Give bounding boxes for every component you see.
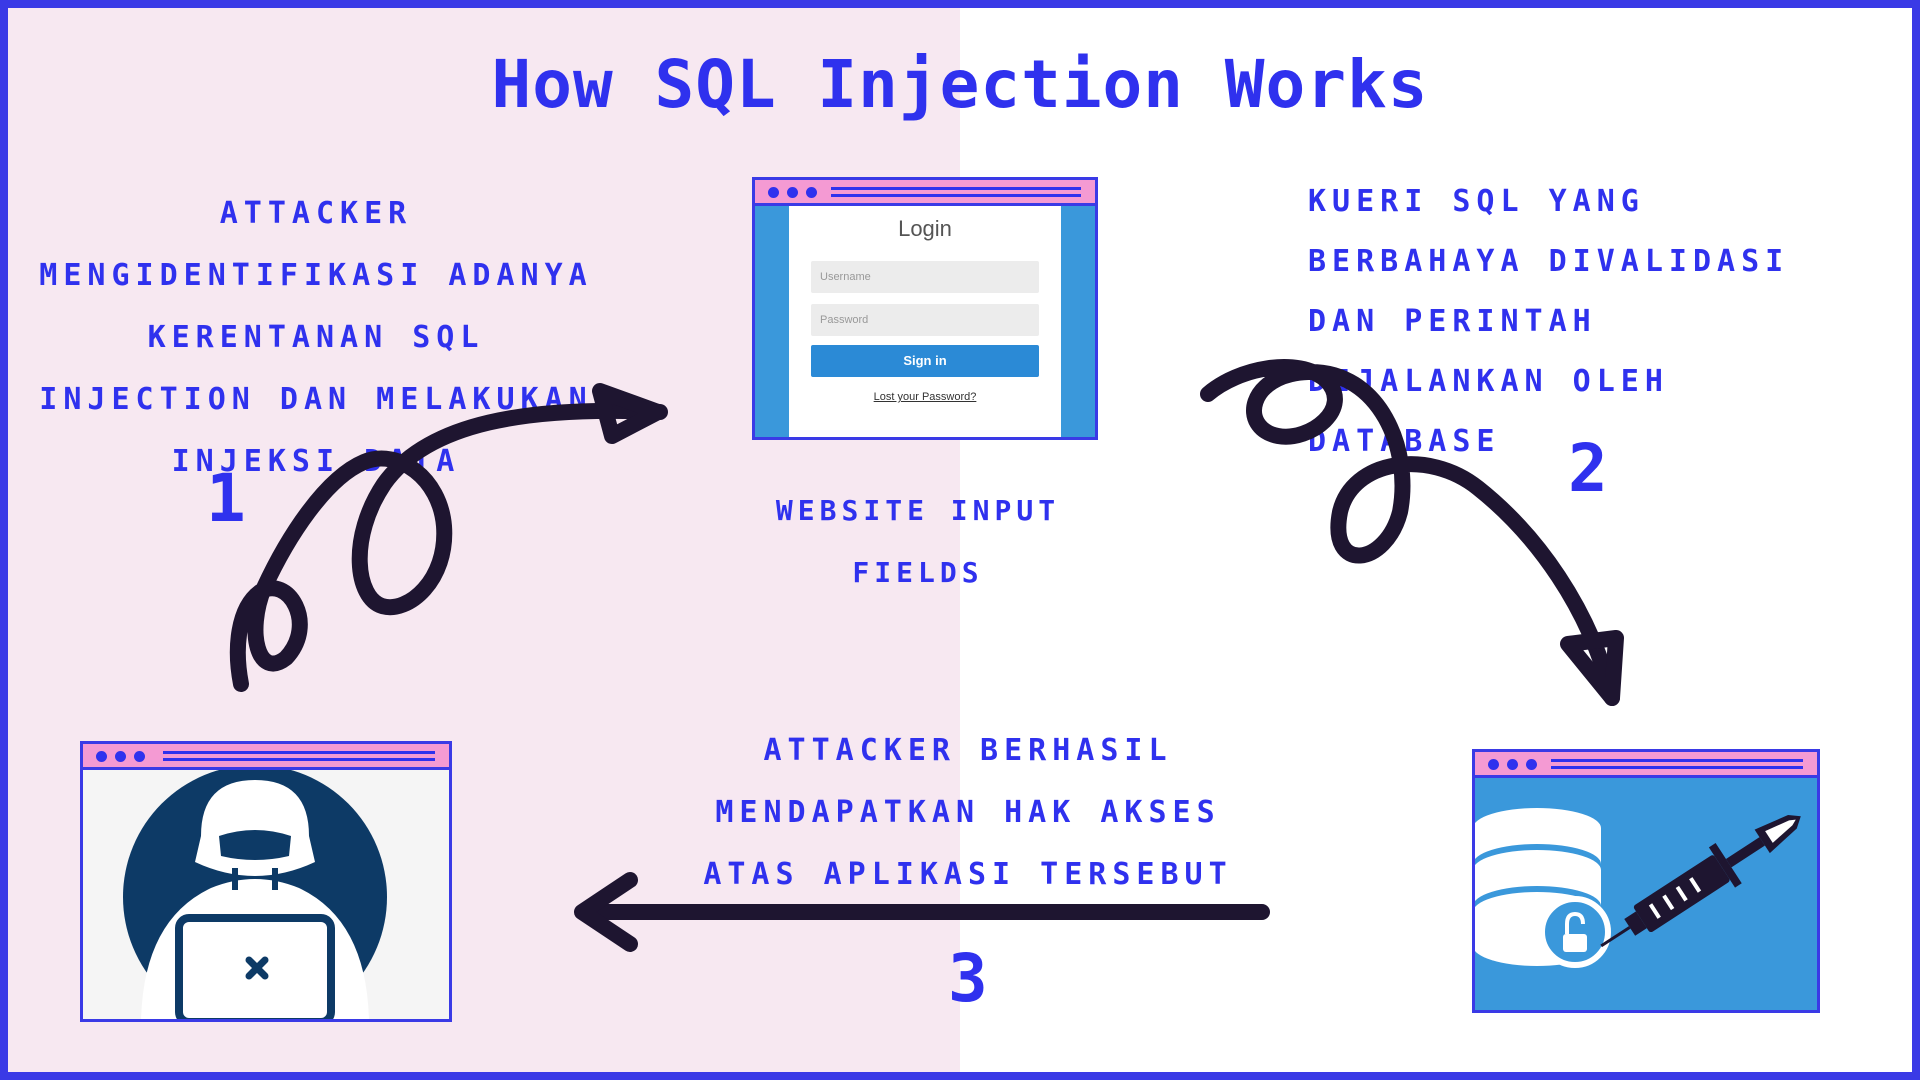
window-dot-icon [806,187,817,198]
title-bar-line [163,758,435,761]
hacker-window [80,741,452,1022]
title-bar-line [831,187,1081,190]
step-2-number: 2 [1568,430,1608,507]
window-title-bar [755,180,1095,206]
database-injection-illustration [1475,808,1801,968]
page-title: How SQL Injection Works [491,46,1429,123]
window-title-bar [1475,752,1817,778]
login-title: Login [898,216,952,241]
title-bar-line [1551,759,1803,762]
loop-arrow-icon [1200,359,1620,706]
lost-password-link[interactable]: Lost your Password? [873,391,977,403]
window-dot-icon [1507,759,1518,770]
hacker-body [83,770,449,1019]
sign-in-button[interactable]: Sign in [811,345,1039,377]
step-2-caption: KUERI SQL YANG BERBAHAYA DIVALIDASI DAN … [1308,184,1790,459]
window-dot-icon [134,751,145,762]
username-field[interactable]: Username [811,261,1039,293]
database-window [1472,749,1820,1013]
step-3-caption: ATTACKER BERHASIL MENDAPATKAN HAK AKSES … [703,733,1233,892]
window-dot-icon [115,751,126,762]
window-dot-icon [787,187,798,198]
login-window: Login Username Password Sign in Lost you… [752,177,1098,440]
password-field[interactable]: Password [811,304,1039,336]
window-dot-icon [96,751,107,762]
title-bar-line [163,751,435,754]
website-caption: WEBSITE INPUT FIELDS [775,494,1061,589]
arrow-head [592,383,666,444]
window-dot-icon [1488,759,1499,770]
hacker-icon [123,770,387,1019]
unlock-icon [1539,896,1611,968]
window-title-bar [83,744,449,770]
step-3-number: 3 [948,940,988,1017]
flow-arrows [229,359,1624,952]
window-dot-icon [768,187,779,198]
step-1-number: 1 [206,460,246,537]
arrow-head [1560,630,1624,706]
loop-arrow-icon [229,402,668,692]
login-body: Login Username Password Sign in Lost you… [755,206,1095,437]
window-dot-icon [1526,759,1537,770]
step-1-caption: ATTACKER MENGIDENTIFIKASI ADANYA KERENTA… [39,196,593,479]
syringe-icon [1600,815,1801,948]
arrow-head [574,872,638,952]
title-bar-line [1551,766,1803,769]
login-form: Login Username Password Sign in Lost you… [789,206,1061,437]
title-bar-line [831,194,1081,197]
database-body [1475,778,1817,1010]
